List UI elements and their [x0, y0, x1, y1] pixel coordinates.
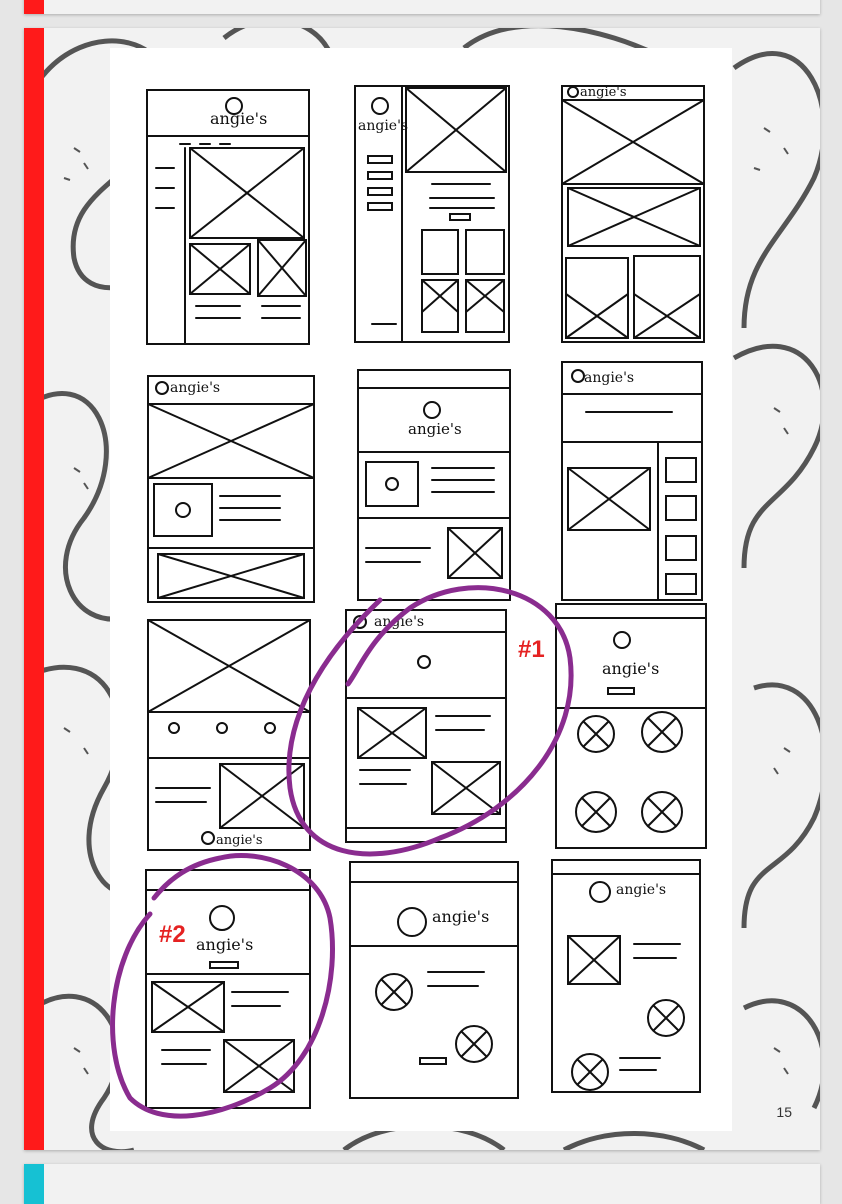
sketch-brand-label: angie's	[196, 935, 253, 954]
previous-slide	[24, 0, 820, 14]
sketch-6	[561, 361, 703, 601]
sketch-12	[551, 859, 701, 1093]
sketch-brand-label: angie's	[580, 85, 627, 100]
sketch-11	[349, 861, 519, 1099]
sketch-2	[354, 85, 510, 343]
wireframe-sketches: angie's angie's angie's angie's angie's …	[110, 85, 707, 1119]
page-number: 15	[776, 1104, 792, 1120]
sketch-brand-label: angie's	[602, 659, 659, 678]
sketch-9	[555, 603, 707, 849]
next-slide-accent-stripe	[24, 1164, 44, 1204]
previous-slide-accent-stripe	[24, 0, 44, 14]
sketch-8	[345, 609, 507, 843]
sketch-brand-label: angie's	[616, 882, 666, 898]
sketch-brand-label: angie's	[216, 833, 263, 848]
slide[interactable]: angie's angie's angie's angie's angie's …	[24, 28, 820, 1150]
annotation-label-2: #2	[159, 921, 186, 948]
sketch-4	[147, 375, 315, 603]
annotation-label-1: #1	[518, 636, 545, 663]
selection-circle-2	[110, 853, 335, 1119]
sketch-brand-label: angie's	[584, 370, 634, 386]
sketch-brand-label: angie's	[408, 420, 462, 438]
sketch-brand-label: angie's	[358, 118, 408, 134]
sketch-brand-label: angie's	[170, 380, 220, 396]
sketch-brand-label: angie's	[210, 109, 267, 128]
sketch-10	[145, 869, 311, 1109]
sketch-sheet: angie's angie's angie's angie's angie's …	[110, 48, 732, 1131]
sketch-1	[146, 89, 310, 345]
selection-circle-1	[286, 585, 574, 857]
sketch-5	[357, 369, 511, 601]
sketch-7	[147, 619, 311, 851]
slide-accent-stripe	[24, 28, 44, 1150]
next-slide	[24, 1164, 820, 1204]
sketch-brand-label: angie's	[432, 907, 489, 926]
sketch-3	[561, 85, 705, 343]
